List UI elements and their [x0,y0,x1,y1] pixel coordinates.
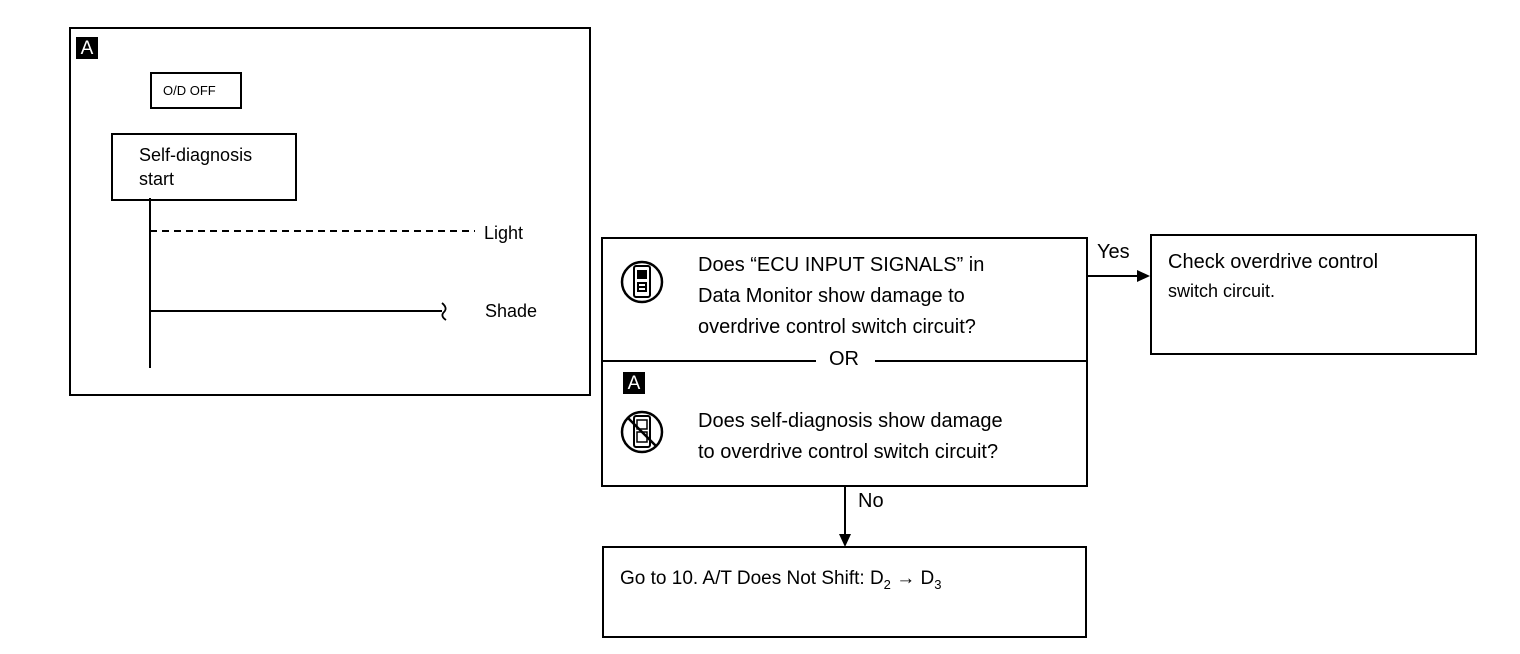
no-label: No [858,490,884,512]
no-result-arrow: → [896,568,916,589]
consult-tester-icon [620,254,664,310]
yes-label: Yes [1097,241,1130,263]
question-sd-line2: to overdrive control switch circuit? [698,441,999,463]
panel-a-badge: A [76,37,98,59]
yes-result-line1: Check overdrive control [1168,251,1379,273]
or-divider-left [603,360,816,362]
self-diagnosis-line2: start [139,169,175,189]
no-result-d3: D [920,568,935,589]
yes-result-line2: switch circuit. [1168,281,1276,301]
question-ct-line2: Data Monitor show damage to [698,285,965,307]
no-result-prefix: Go to 10. A/T Does Not Shift: D [620,568,884,589]
no-arrow-head [839,534,851,547]
no-tools-icon [620,404,664,460]
self-diagnosis-line1: Self-diagnosis [139,145,253,165]
question-box: Does “ECU INPUT SIGNALS” in Data Monitor… [601,237,1088,487]
self-diagnosis-start-box: Self-diagnosis start [111,133,297,201]
shade-brace [441,302,447,321]
question-ct-line1: Does “ECU INPUT SIGNALS” in [698,254,985,276]
no-result-text: Go to 10. A/T Does Not Shift: D2 → D3 [620,564,941,599]
or-label: OR [829,348,859,370]
od-off-indicator: O/D OFF [150,72,242,109]
shade-label: Shade [485,301,538,321]
yes-arrow-head [1137,270,1150,282]
yes-result-box: Check overdrive control switch circuit. [1150,234,1477,355]
question-ct-line3: overdrive control switch circuit? [698,316,976,338]
or-divider-right [875,360,1088,362]
no-result-box: Go to 10. A/T Does Not Shift: D2 → D3 [602,546,1087,638]
question-badge: A [623,372,645,394]
od-off-label: O/D OFF [163,83,216,98]
light-label: Light [484,223,524,243]
no-result-sub2: 3 [934,576,942,592]
no-result-sub1: 2 [883,576,891,592]
panel-a: A O/D OFF Self-diagnosis start Light Sha… [69,27,591,396]
question-sd-line1: Does self-diagnosis show damage [698,410,1003,432]
